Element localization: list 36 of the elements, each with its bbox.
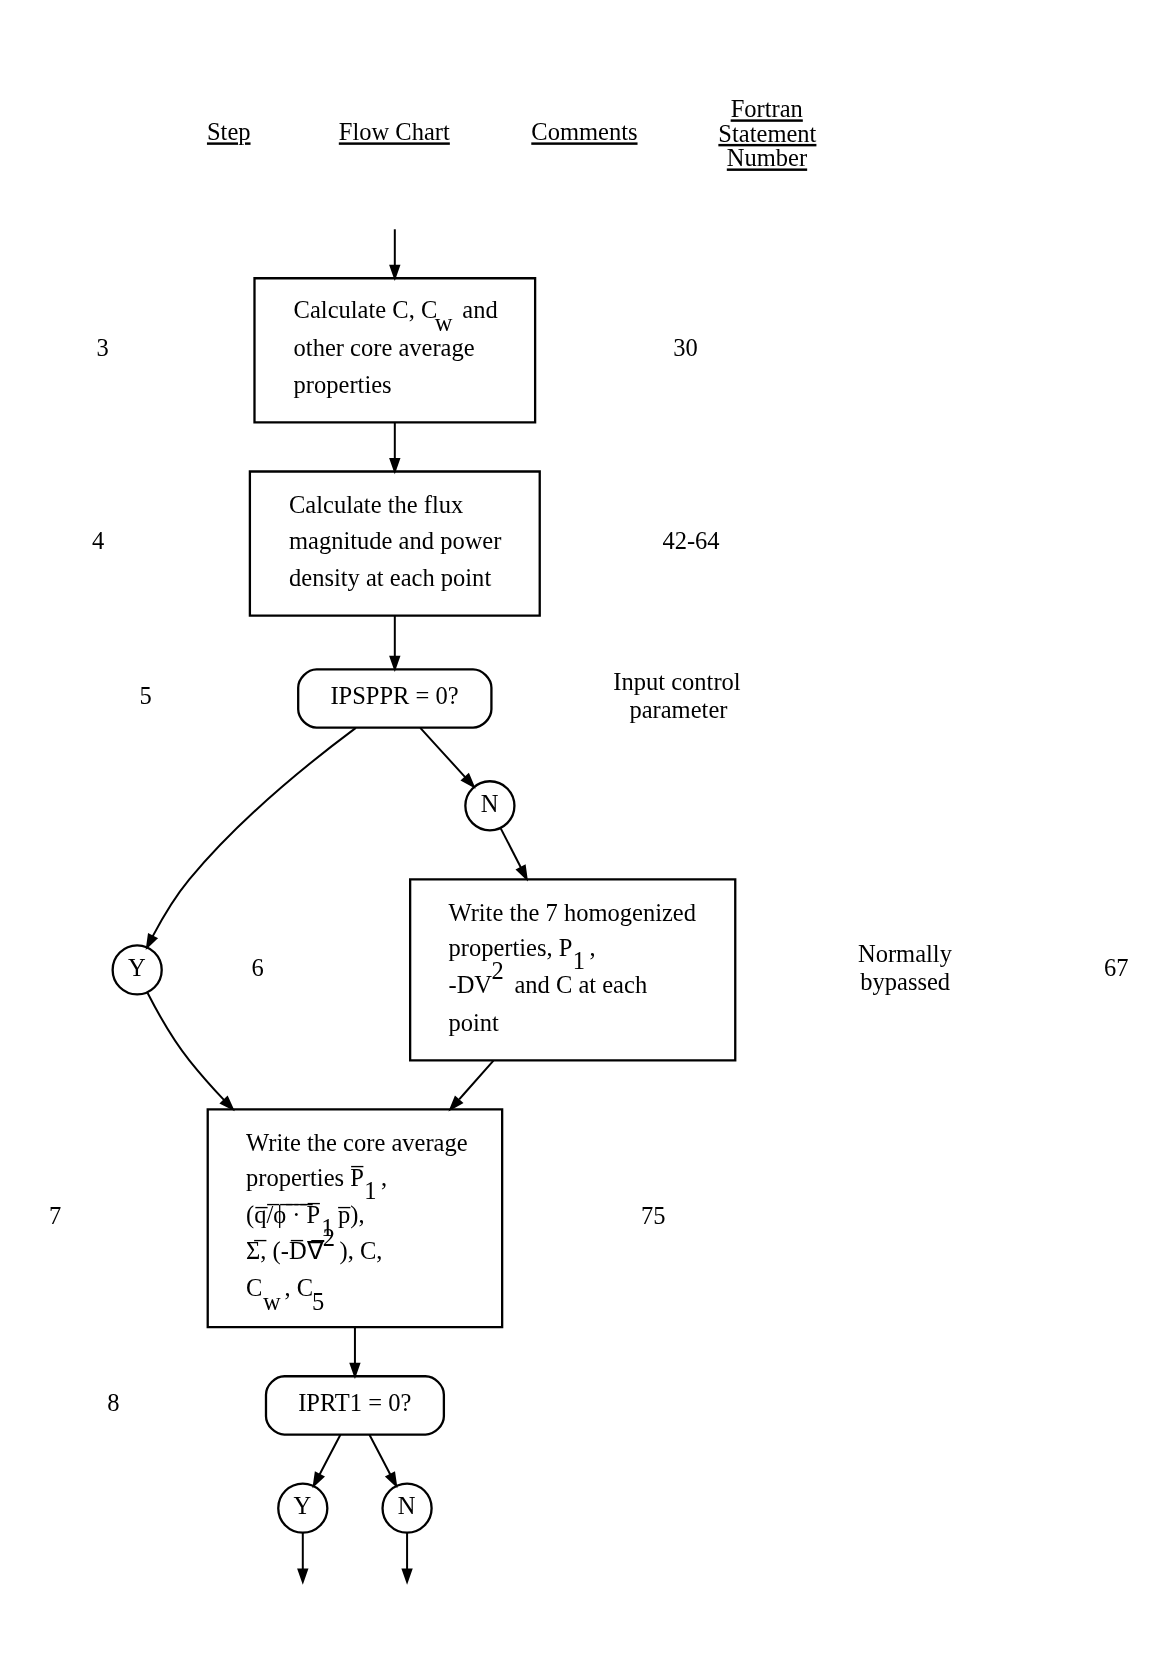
- node-box: IPRT1 = 0?: [264, 1374, 446, 1436]
- arrow: [389, 421, 401, 474]
- arrow: [401, 1531, 413, 1585]
- arrow: [389, 227, 401, 281]
- label: 42-64: [662, 526, 720, 554]
- label: Step: [206, 117, 251, 145]
- label: Normally bypassed: [857, 939, 952, 995]
- arrow: [368, 1433, 398, 1488]
- label: 75: [640, 1201, 666, 1229]
- label: 5: [139, 681, 152, 709]
- node-circle: N: [464, 779, 516, 831]
- node-circle: Y: [111, 943, 163, 996]
- label: Flow Chart: [338, 117, 450, 145]
- arrow: [448, 1059, 495, 1111]
- label: Fortran Statement Number: [718, 94, 817, 171]
- arrow: [145, 726, 357, 950]
- label: 4: [91, 526, 105, 554]
- label: 7: [49, 1201, 62, 1229]
- label: 3: [96, 333, 109, 361]
- arrow: [146, 991, 235, 1111]
- label: 67: [1104, 953, 1129, 981]
- label: Input control parameter: [613, 667, 741, 723]
- arrow: [499, 826, 528, 881]
- label: 6: [251, 953, 264, 981]
- arrow: [419, 726, 476, 789]
- label: 8: [107, 1388, 120, 1416]
- label: Comments: [531, 117, 638, 145]
- node-circle: Y: [277, 1481, 329, 1534]
- node-box: IPSPPR = 0?: [297, 667, 493, 729]
- label: 30: [673, 333, 698, 361]
- arrow: [349, 1325, 361, 1379]
- arrow: [389, 614, 401, 672]
- arrow: [312, 1433, 342, 1488]
- node-box: Calculate the flux magnitude and power density at each point: [248, 469, 541, 617]
- node-circle: N: [381, 1481, 433, 1534]
- arrow: [297, 1531, 309, 1585]
